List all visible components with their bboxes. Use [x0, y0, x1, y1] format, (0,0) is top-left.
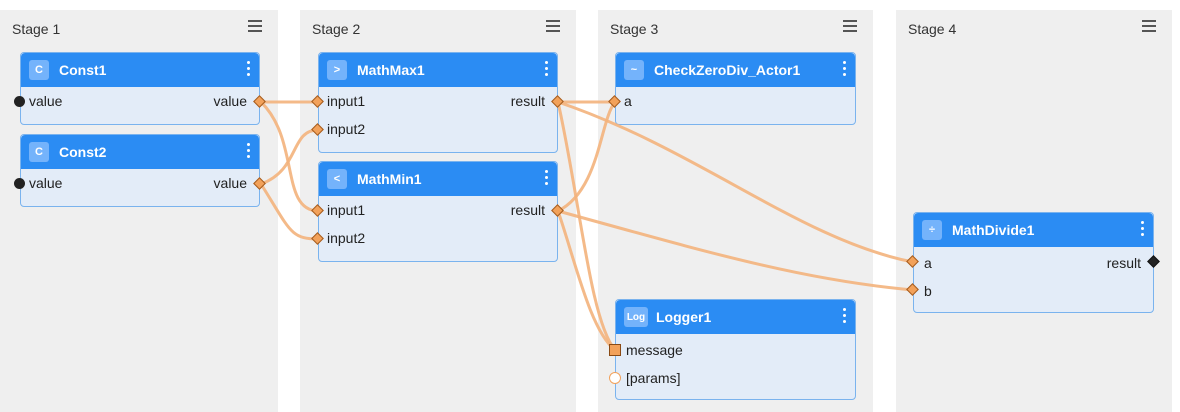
divide-icon: ÷ — [922, 220, 942, 240]
port-handle-logger-message[interactable] — [609, 344, 621, 356]
port-label: a — [624, 93, 632, 109]
port-row: value value — [21, 91, 259, 113]
node-header[interactable]: Log Logger1 — [616, 300, 855, 334]
stage-title: Stage 2 — [312, 21, 361, 37]
stage-title: Stage 4 — [908, 21, 957, 37]
greater-than-icon: > — [327, 60, 347, 80]
const-icon: C — [29, 60, 49, 80]
port-label: value — [29, 175, 63, 191]
node-const2[interactable]: C Const2 value value — [20, 134, 260, 207]
node-checkzerodiv-actor1[interactable]: ~ CheckZeroDiv_Actor1 a — [615, 52, 856, 125]
kebab-menu-icon[interactable] — [245, 143, 251, 161]
port-row: message — [616, 340, 855, 362]
node-title: Const1 — [59, 62, 107, 78]
node-mathmin1[interactable]: < MathMin1 input1 result input2 — [318, 161, 558, 262]
node-header[interactable]: < MathMin1 — [319, 162, 557, 196]
port-row: a — [616, 91, 855, 113]
port-label: message — [626, 342, 683, 358]
stage-title: Stage 1 — [12, 21, 61, 37]
kebab-menu-icon[interactable] — [841, 308, 847, 326]
kebab-menu-icon[interactable] — [245, 61, 251, 79]
log-icon: Log — [624, 307, 648, 327]
hamburger-menu-icon[interactable] — [546, 20, 560, 34]
port-label: b — [924, 283, 932, 299]
node-title: Const2 — [59, 144, 107, 160]
port-label: input1 — [327, 202, 366, 218]
less-than-icon: < — [327, 169, 347, 189]
node-logger1[interactable]: Log Logger1 message [params] — [615, 299, 856, 400]
node-header[interactable]: ÷ MathDivide1 — [914, 213, 1153, 247]
kebab-menu-icon[interactable] — [543, 61, 549, 79]
tilde-icon: ~ — [624, 60, 644, 80]
port-label: input1 — [327, 93, 366, 109]
port-row: input1 result — [319, 200, 557, 222]
port-row: value value — [21, 173, 259, 195]
stage-title: Stage 3 — [610, 21, 659, 37]
port-label: value — [29, 93, 63, 109]
node-title: Logger1 — [656, 309, 712, 325]
node-header[interactable]: > MathMax1 — [319, 53, 557, 87]
kebab-menu-icon[interactable] — [543, 170, 549, 188]
kebab-menu-icon[interactable] — [841, 61, 847, 79]
port-label: result — [1106, 255, 1141, 271]
node-header[interactable]: C Const1 — [21, 53, 259, 87]
node-header[interactable]: ~ CheckZeroDiv_Actor1 — [616, 53, 855, 87]
stage-4: Stage 4 — [896, 10, 1172, 412]
port-row: a result — [914, 253, 1153, 275]
port-label: value — [213, 93, 247, 109]
node-title: CheckZeroDiv_Actor1 — [654, 62, 801, 78]
node-title: MathMax1 — [357, 62, 425, 78]
port-row: input2 — [319, 228, 557, 250]
node-mathmax1[interactable]: > MathMax1 input1 result input2 — [318, 52, 558, 153]
hamburger-menu-icon[interactable] — [248, 20, 262, 34]
port-handle-logger-params[interactable] — [609, 372, 621, 384]
port-label: value — [213, 175, 247, 191]
port-row: b — [914, 281, 1153, 303]
port-label: result — [510, 93, 545, 109]
node-title: MathDivide1 — [952, 222, 1035, 238]
hamburger-menu-icon[interactable] — [843, 20, 857, 34]
port-label: input2 — [327, 230, 366, 246]
port-row: input1 result — [319, 91, 557, 113]
port-label: a — [924, 255, 932, 271]
node-title: MathMin1 — [357, 171, 422, 187]
port-handle-const1-in[interactable] — [14, 96, 25, 107]
port-row: [params] — [616, 368, 855, 390]
kebab-menu-icon[interactable] — [1139, 221, 1145, 239]
node-const1[interactable]: C Const1 value value — [20, 52, 260, 125]
const-icon: C — [29, 142, 49, 162]
port-row: input2 — [319, 119, 557, 141]
node-header[interactable]: C Const2 — [21, 135, 259, 169]
port-label: result — [510, 202, 545, 218]
node-mathdivide1[interactable]: ÷ MathDivide1 a result b — [913, 212, 1154, 313]
port-label: input2 — [327, 121, 366, 137]
port-handle-const2-in[interactable] — [14, 178, 25, 189]
port-label: [params] — [626, 370, 681, 386]
hamburger-menu-icon[interactable] — [1142, 20, 1156, 34]
